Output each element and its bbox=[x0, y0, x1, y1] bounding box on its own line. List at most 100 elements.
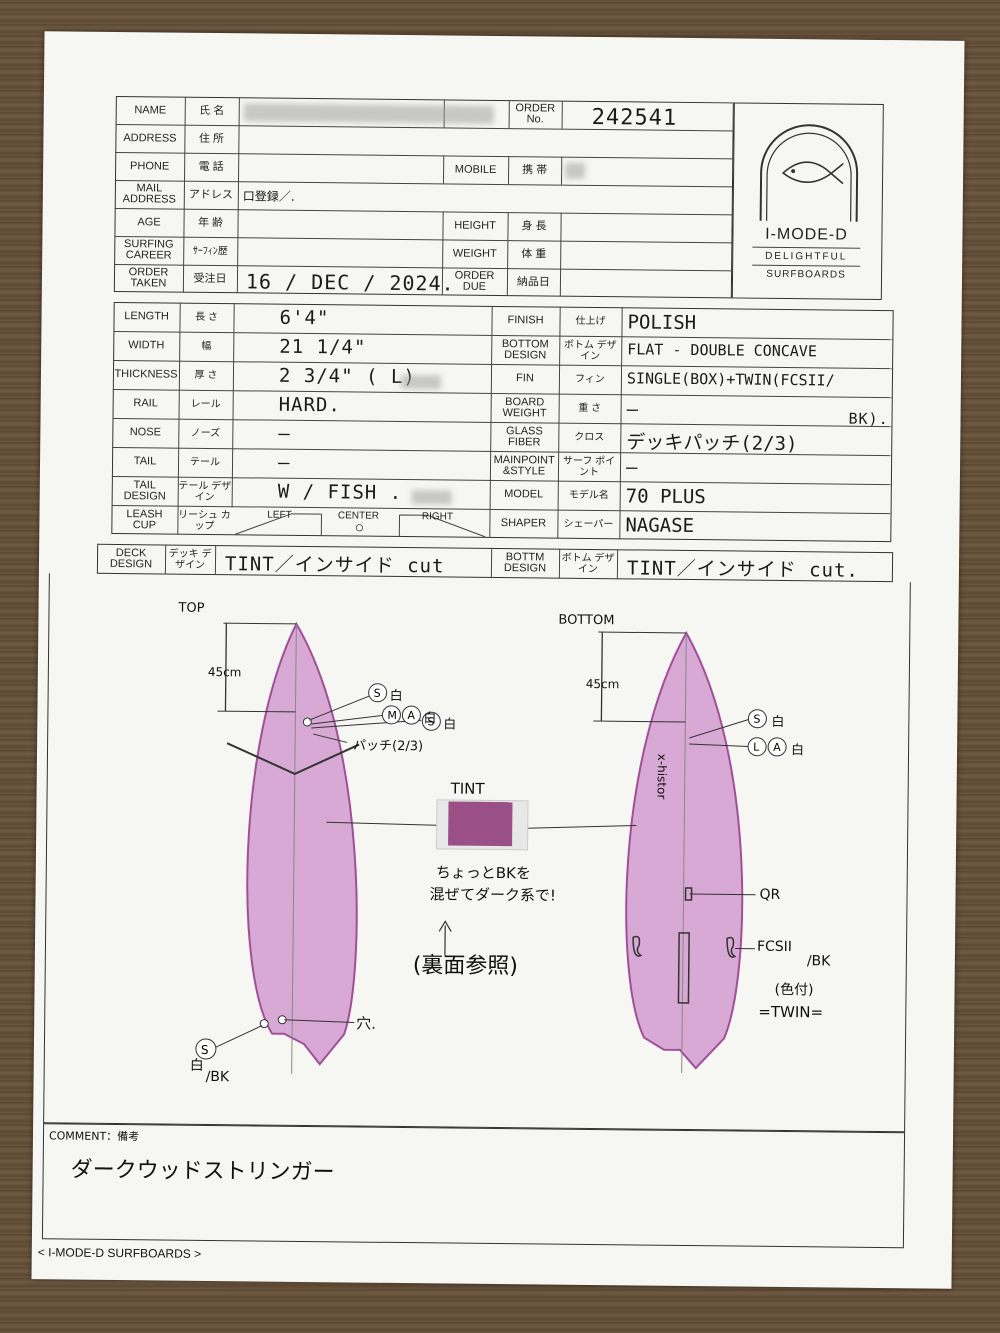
top-ma-note: 白 bbox=[423, 711, 437, 727]
spec-left-label-en: LEASH CUP bbox=[126, 507, 163, 531]
weight-label-jp: 体 重 bbox=[521, 247, 547, 260]
taken-label-jp: 受注日 bbox=[193, 272, 227, 285]
spec-right-value: SINGLE(BOX)+TWIN(FCSII/ bbox=[626, 369, 835, 390]
mail-label-jp: アドレス bbox=[188, 188, 233, 201]
spec-right-label-jp: 仕上げ bbox=[575, 315, 606, 328]
spec-left-label-en: THICKNESS bbox=[114, 367, 178, 381]
spec-left-label-en: WIDTH bbox=[128, 339, 165, 352]
mail-value: 口登録／. bbox=[242, 189, 295, 204]
spec-right-label-en: GLASS FIBER bbox=[505, 424, 543, 448]
due-label-jp: 納品日 bbox=[516, 275, 551, 289]
ref-note: (裏面参照) bbox=[412, 953, 519, 980]
stringer-note: x-histor bbox=[654, 753, 670, 800]
spec-left-value: W / FISH . bbox=[277, 480, 403, 504]
deck-outline bbox=[246, 621, 358, 1066]
fcs-note-2: /BK bbox=[806, 953, 831, 970]
leash-left-label: LEFT bbox=[267, 509, 292, 521]
twin-note: =TWIN= bbox=[758, 1002, 824, 1022]
order-sheet: NAME 氏 名 ADDRESS 住 所 PHONE 電 話 MAIL ADDR… bbox=[31, 31, 965, 1289]
taken-label: ORDER TAKEN bbox=[128, 266, 169, 290]
fin-suffix: BK). bbox=[848, 409, 889, 429]
spec-right-label-en: MODEL bbox=[504, 488, 544, 501]
svg-text:M: M bbox=[387, 709, 397, 722]
spec-right-label-en: FIN bbox=[516, 372, 534, 385]
spec-left-value: 6'4" bbox=[279, 306, 330, 330]
spec-left-label-jp: 長 さ bbox=[195, 311, 219, 324]
mobile-label: MOBILE bbox=[454, 163, 497, 176]
spec-right-value: FLAT - DOUBLE CONCAVE bbox=[627, 340, 818, 361]
spec-left-value: 2 3/4" ( L) bbox=[278, 364, 416, 389]
bottom-la-note: 白 bbox=[790, 743, 805, 759]
spec-right-value: – bbox=[626, 398, 639, 421]
svg-text:A: A bbox=[773, 741, 781, 754]
spec-left-label-en: RAIL bbox=[133, 397, 158, 410]
bottom-design-label: BOTTM DESIGN bbox=[503, 551, 547, 575]
order-no-value: 242541 bbox=[591, 104, 678, 131]
svg-text:A: A bbox=[407, 709, 415, 722]
spec-right-label-jp: サーフ ポイント bbox=[562, 455, 616, 478]
spec-left-label-jp: ノーズ bbox=[190, 427, 221, 440]
svg-text:S: S bbox=[201, 1043, 209, 1057]
deck-design-label-jp: デッキ デザイン bbox=[168, 548, 212, 571]
svg-text:S: S bbox=[374, 687, 381, 700]
fcs-note-1: FCSII bbox=[756, 938, 793, 956]
comment-box bbox=[41, 1123, 906, 1249]
phone-label-jp: 電 話 bbox=[198, 160, 224, 173]
redacted-name bbox=[243, 103, 494, 124]
comment-label: COMMENT：備考 bbox=[48, 1129, 140, 1144]
bottom-design-label-jp: ボトム デザイン bbox=[561, 552, 615, 576]
deck-design-value: TINT／インサイド cut bbox=[224, 553, 445, 578]
top-s2-note: 白 bbox=[443, 717, 457, 733]
redacted-thickness bbox=[400, 374, 441, 390]
spec-right-value: デッキパッチ(2/3) bbox=[626, 431, 798, 456]
phone-label: PHONE bbox=[130, 159, 170, 173]
spec-left-label-jp: 幅 bbox=[201, 340, 212, 352]
weight-label: WEIGHT bbox=[452, 247, 497, 260]
leash-center-mark: ○ bbox=[354, 518, 365, 537]
tint-note-1: ちょっとBKを bbox=[435, 863, 532, 883]
svg-text:S: S bbox=[753, 713, 760, 726]
logo-brand: I-MODE-D bbox=[765, 225, 848, 244]
tail-note-2: /BK bbox=[205, 1068, 230, 1086]
spec-left-label-jp: 厚 さ bbox=[194, 369, 218, 382]
leash-right-label: RIGHT bbox=[421, 510, 454, 523]
order-taken-value: 16 / DEC / 2024. bbox=[245, 269, 455, 296]
spec-left-label-en: LENGTH bbox=[124, 310, 169, 323]
mobile-label-jp: 携 帯 bbox=[522, 163, 548, 176]
tail-note-1: 白 bbox=[189, 1057, 204, 1074]
tint-note-2: 混ぜてダーク系で! bbox=[429, 885, 557, 905]
age-label: AGE bbox=[137, 215, 161, 228]
spec-right-value: 70 PLUS bbox=[625, 485, 706, 509]
spec-right-label-jp: シェーパー bbox=[563, 518, 614, 531]
spec-left-value: – bbox=[278, 422, 291, 445]
spec-left-label-jp: リーシュ カップ bbox=[178, 509, 231, 532]
tint-label: TINT bbox=[450, 779, 485, 798]
spec-right-label-en: SHAPER bbox=[500, 517, 547, 530]
spec-right-label-jp: クロス bbox=[574, 431, 605, 444]
spec-right-label-jp: フィン bbox=[574, 373, 605, 386]
due-label: ORDER DUE bbox=[454, 269, 495, 293]
address-label-jp: 住 所 bbox=[198, 132, 225, 145]
spec-right-label-en: BOARD WEIGHT bbox=[502, 395, 547, 419]
age-label-jp: 年 齢 bbox=[197, 216, 224, 229]
height-label: HEIGHT bbox=[454, 219, 496, 232]
spec-right-label-en: FINISH bbox=[507, 314, 544, 327]
mail-label: MAIL ADDRESS bbox=[122, 182, 176, 206]
career-label-jp: ｻｰﾌｨﾝ歴 bbox=[192, 245, 228, 257]
redacted-mobile bbox=[565, 162, 586, 179]
svg-text:L: L bbox=[753, 741, 760, 754]
tint-color-chip bbox=[448, 801, 513, 847]
footer-brand: < I-MODE-D SURFBOARDS > bbox=[37, 1245, 202, 1261]
board-drawings: S M A S S S L A bbox=[195, 621, 787, 1074]
spec-right-label-en: BOTTOM DESIGN bbox=[501, 337, 549, 361]
height-label-jp: 身 長 bbox=[521, 219, 547, 232]
name-label: NAME bbox=[134, 103, 167, 116]
spec-left-value: – bbox=[277, 451, 291, 474]
order-no-label: ORDER No. bbox=[515, 102, 556, 126]
fish-logo-icon bbox=[759, 124, 859, 222]
bottom-design-value: TINT／インサイド cut. bbox=[626, 557, 860, 582]
logo-tag1: DELIGHTFUL bbox=[765, 250, 848, 263]
spec-right-value: NAGASE bbox=[625, 514, 695, 538]
redacted-tail-design bbox=[411, 490, 452, 505]
hole-note: 穴. bbox=[356, 1014, 377, 1033]
